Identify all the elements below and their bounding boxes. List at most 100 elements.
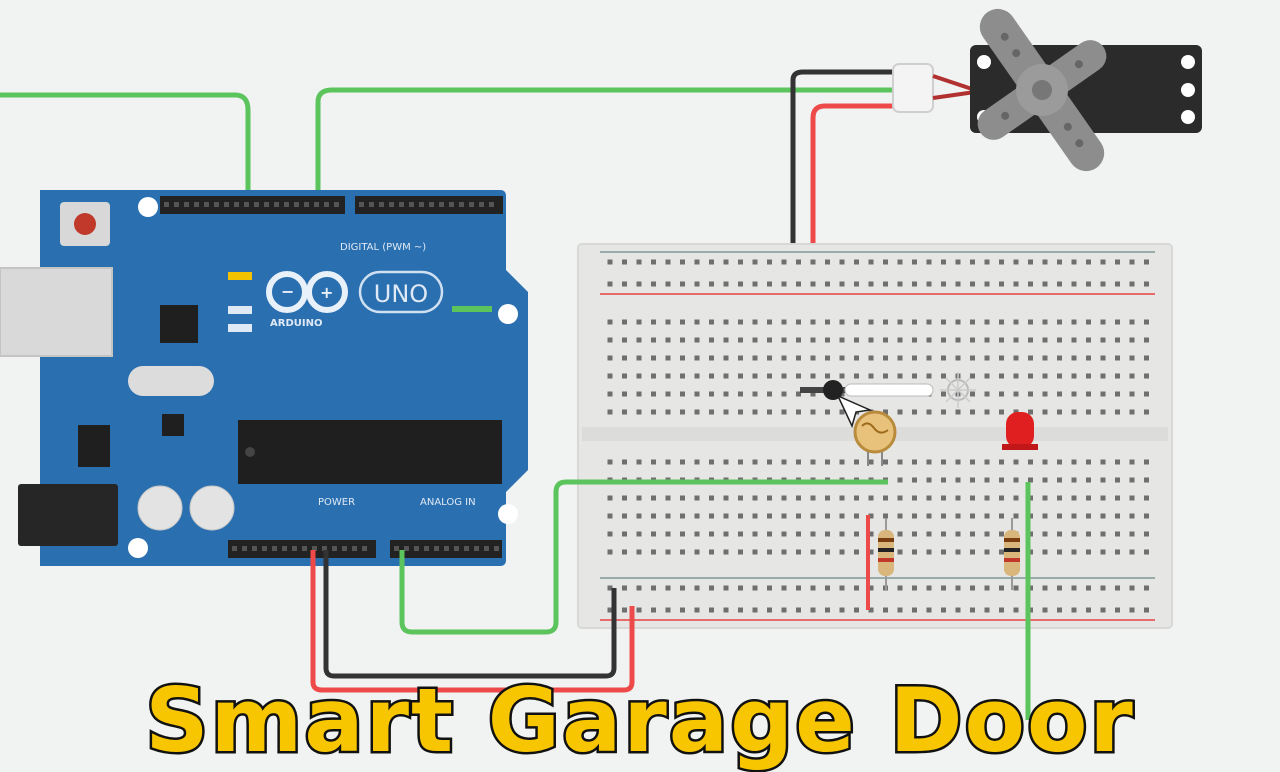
breadboard-hole [1028, 409, 1033, 415]
breadboard-hole [839, 259, 845, 265]
breadboard-hole [796, 355, 801, 361]
breadboard-hole [912, 495, 917, 501]
breadboard-hole [941, 607, 946, 613]
breadboard-hole [941, 513, 946, 519]
header-pin [304, 202, 309, 207]
photoresistor[interactable] [853, 410, 897, 466]
breadboard-hole [984, 549, 990, 555]
breadboard-hole [810, 495, 816, 501]
breadboard-hole [897, 531, 903, 537]
breadboard-hole [1086, 549, 1091, 555]
breadboard-hole [1100, 513, 1106, 519]
header-pin [352, 546, 357, 551]
breadboard-hole [781, 495, 787, 501]
breadboard-hole [912, 531, 917, 537]
red-led[interactable] [1002, 412, 1038, 450]
breadboard-hole [680, 549, 685, 555]
breadboard-hole [1013, 337, 1019, 343]
breadboard-hole [1100, 355, 1106, 361]
breadboard-hole [1042, 409, 1048, 415]
breadboard-hole [1115, 513, 1120, 519]
breadboard-hole [999, 513, 1004, 519]
wire-red-5v[interactable] [310, 550, 635, 693]
breadboard-hole [1071, 607, 1077, 613]
header-pin [214, 202, 219, 207]
breadboard-hole [796, 409, 801, 415]
wire-green-analog-sensor[interactable] [399, 479, 888, 635]
breadboard-hole [1144, 391, 1149, 397]
breadboard-hole [607, 495, 613, 501]
arduino-uno-board[interactable]: DIGITAL (PWM ~) POWER ANALOG IN − + ARDU… [0, 190, 528, 566]
wire-green-left[interactable] [0, 92, 251, 205]
breadboard-hole [651, 531, 656, 537]
wire-endpoint[interactable] [823, 380, 843, 400]
breadboard-hole [854, 549, 859, 555]
breadboard-hole [1042, 319, 1048, 325]
breadboard-hole [767, 531, 772, 537]
breadboard-hole [1057, 477, 1062, 483]
servo-horn[interactable] [926, 0, 1158, 211]
breadboard-hole [839, 531, 845, 537]
header-pin [332, 546, 337, 551]
wire-black-servo-ground[interactable] [790, 69, 895, 588]
mount-hole [128, 538, 148, 558]
breadboard-hole [1042, 391, 1048, 397]
breadboard-hole [999, 355, 1004, 361]
breadboard-hole [709, 549, 714, 555]
breadboard-hole [738, 459, 743, 465]
breadboard-hole [752, 495, 758, 501]
breadboard-hole [1071, 459, 1077, 465]
breadboard-hole [781, 585, 787, 591]
breadboard-hole [1086, 409, 1091, 415]
mouse-cursor-icon [836, 394, 873, 429]
wire-red-servo-power[interactable] [810, 103, 895, 605]
breadboard-hole [781, 337, 787, 343]
uno-model-text: UNO [374, 280, 428, 308]
breadboard-hole [738, 281, 743, 287]
breadboard-hole [694, 373, 700, 379]
breadboard-hole [941, 409, 946, 415]
breadboard-hole [680, 409, 685, 415]
servo-motor[interactable] [892, 0, 1202, 211]
breadboard-hole [984, 281, 990, 287]
breadboard-hole [1129, 337, 1135, 343]
breadboard-hole [1071, 319, 1077, 325]
header-pin [489, 202, 494, 207]
breadboard-hole [723, 355, 729, 361]
breadboard-hole [767, 549, 772, 555]
resistor[interactable] [1004, 518, 1020, 590]
breadboard-hole [854, 373, 859, 379]
breadboard-hole [694, 459, 700, 465]
breadboard-hole [825, 355, 830, 361]
breadboard-hole [1129, 549, 1135, 555]
breadboard-hole [1129, 355, 1135, 361]
breadboard-hole [839, 409, 845, 415]
breadboard-hole [796, 337, 801, 343]
breadboard-hole [854, 531, 859, 537]
breadboard-hole [1057, 459, 1062, 465]
breadboard-hole [868, 585, 874, 591]
resistor[interactable] [878, 518, 894, 590]
breadboard-hole [1071, 495, 1077, 501]
uno-badge [358, 270, 444, 314]
breadboard-hole [607, 355, 613, 361]
breadboard-hole [636, 281, 642, 287]
breadboard-hole [1144, 495, 1149, 501]
breadboard-hole [665, 373, 671, 379]
wire-green-servo-signal[interactable] [315, 87, 895, 205]
breadboard-hole [955, 549, 961, 555]
wire-black-gnd[interactable] [323, 550, 617, 679]
breadboard-hole [999, 337, 1004, 343]
jumper-wire[interactable] [800, 383, 934, 397]
breadboard-hole [1129, 585, 1135, 591]
breadboard-hole [1057, 319, 1062, 325]
breadboard-hole [1115, 585, 1120, 591]
breadboard-hole [984, 355, 990, 361]
breadboard-hole [912, 607, 917, 613]
breadboard-hole [912, 459, 917, 465]
breadboard-hole [868, 459, 874, 465]
breadboard-hole [941, 495, 946, 501]
reset-button-cap[interactable] [74, 213, 96, 235]
breadboard-hole [810, 607, 816, 613]
breadboard-hole [622, 355, 627, 361]
